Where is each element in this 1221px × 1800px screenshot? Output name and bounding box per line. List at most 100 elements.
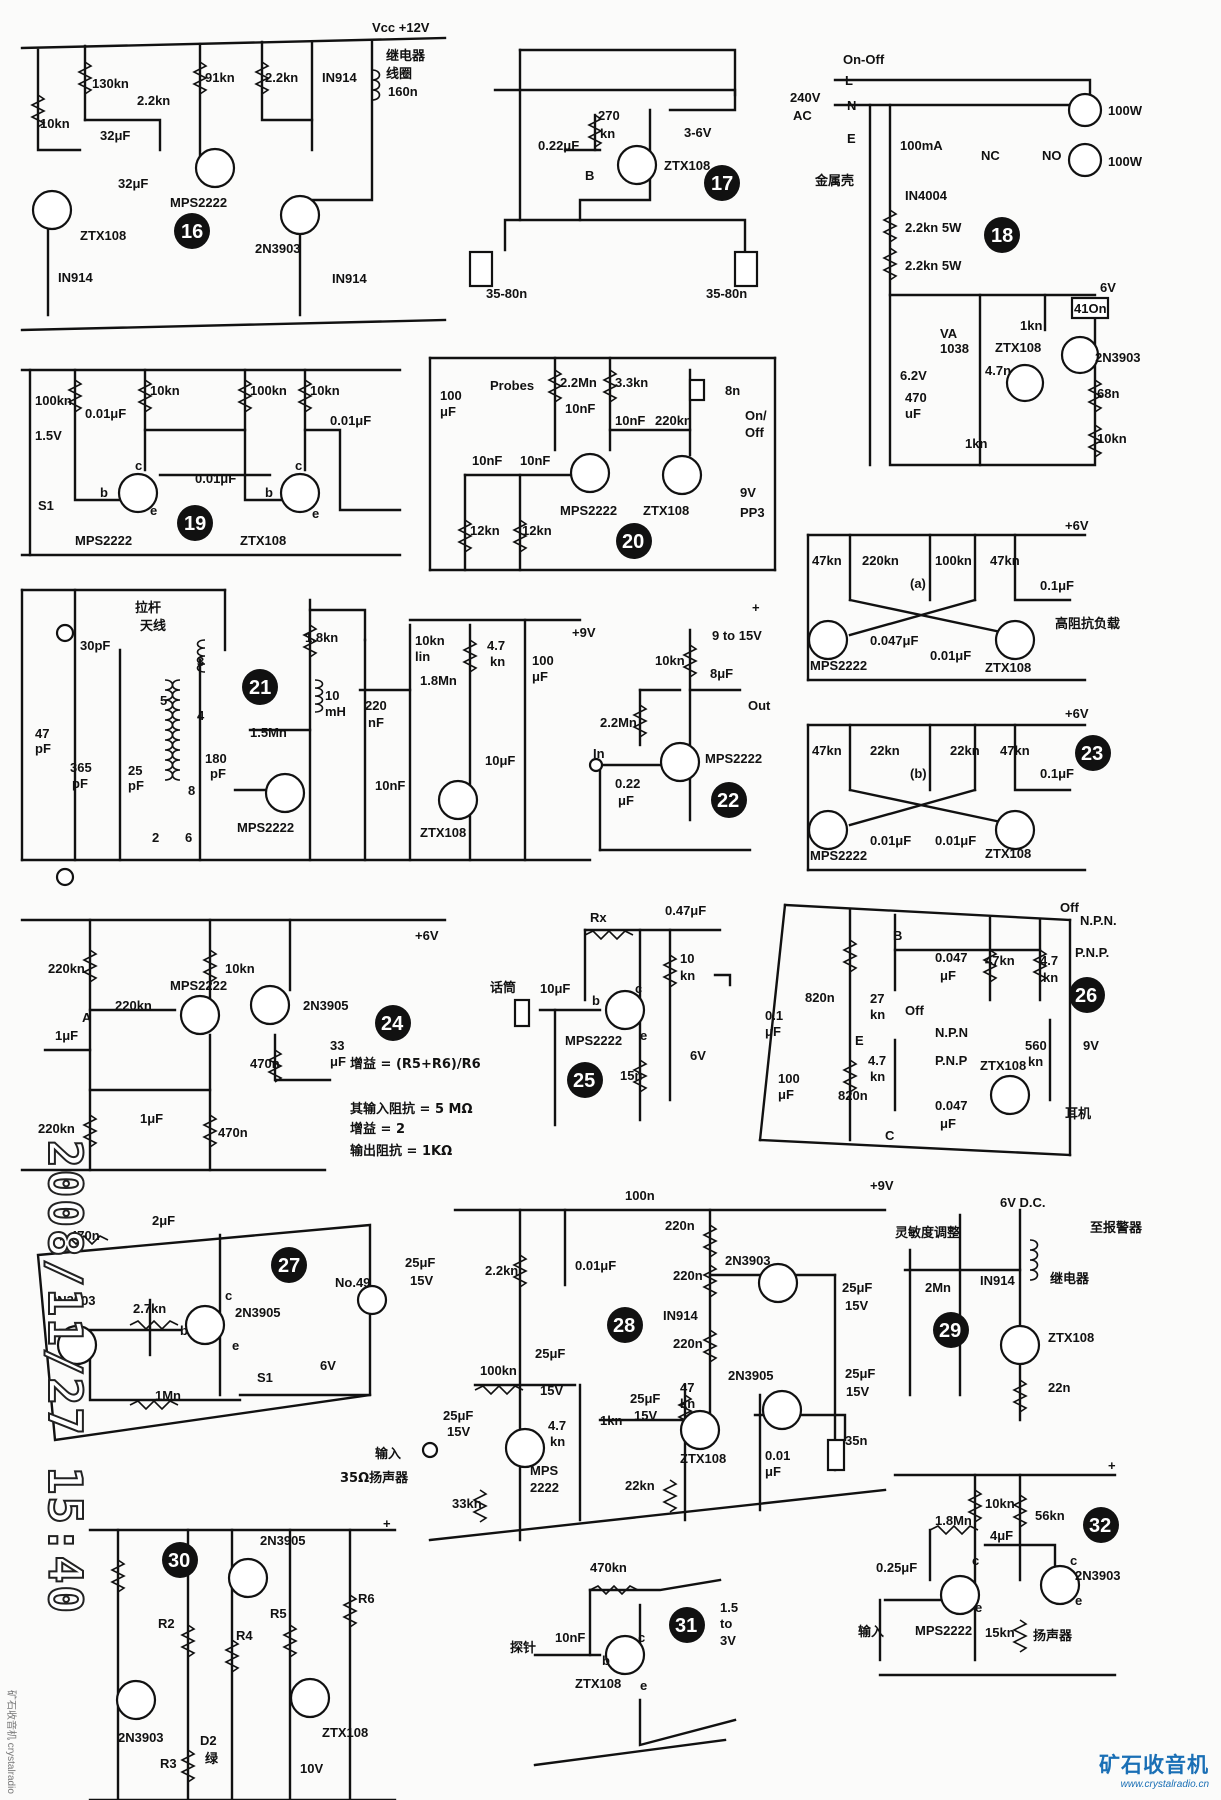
svg-text:MPS2222: MPS2222 xyxy=(565,1033,622,1048)
svg-text:32μF: 32μF xyxy=(100,128,130,143)
date-stamp-text: 2008/11/27 15:40 xyxy=(37,1139,93,1616)
svg-text:+: + xyxy=(1108,1458,1116,1473)
svg-text:6V: 6V xyxy=(320,1358,336,1373)
svg-text:pF: pF xyxy=(35,741,51,756)
svg-text:MPS2222: MPS2222 xyxy=(237,820,294,835)
circuit-number-17: 17 xyxy=(711,173,733,195)
svg-text:91kn: 91kn xyxy=(205,70,235,85)
circuit-number-19: 19 xyxy=(184,513,206,535)
svg-text:100kn: 100kn xyxy=(480,1363,517,1378)
side-text-label: 矿石收音机 crystalradio xyxy=(5,1690,16,1794)
svg-text:35Ω扬声器: 35Ω扬声器 xyxy=(340,1470,409,1486)
circuit-number-30: 30 xyxy=(168,1550,190,1572)
svg-text:B: B xyxy=(893,928,902,943)
svg-text:10kn: 10kn xyxy=(655,653,685,668)
svg-text:(a): (a) xyxy=(910,576,926,591)
svg-text:2.2Mn: 2.2Mn xyxy=(560,375,597,390)
circuit-17: 17 270 kn 3-6V 0.22μF B ZTX108 35-80n 35… xyxy=(468,48,759,301)
svg-text:N.P.N.: N.P.N. xyxy=(1080,913,1117,928)
circuit-31: 31 470kn 1.5 to 3V 探针 10nF b c e ZTX108 xyxy=(510,1560,738,1767)
svg-text:5: 5 xyxy=(160,693,167,708)
svg-text:ZTX108: ZTX108 xyxy=(680,1451,726,1466)
svg-text:kn: kn xyxy=(600,126,615,141)
svg-text:1.5V: 1.5V xyxy=(35,428,62,443)
svg-text:kn: kn xyxy=(680,1396,695,1411)
svg-text:470n: 470n xyxy=(218,1125,248,1140)
svg-text:N.P.N: N.P.N xyxy=(935,1025,968,1040)
svg-text:25μF: 25μF xyxy=(405,1255,435,1270)
watermark-url: www.crystalradio.cn xyxy=(1120,1779,1209,1790)
svg-text:220n: 220n xyxy=(673,1268,703,1283)
svg-text:天线: 天线 xyxy=(140,618,166,634)
svg-text:μF: μF xyxy=(765,1464,781,1479)
svg-text:6V D.C.: 6V D.C. xyxy=(1000,1195,1046,1210)
svg-text:1μF: 1μF xyxy=(140,1111,163,1126)
svg-text:PP3: PP3 xyxy=(740,505,765,520)
svg-text:0.01μF: 0.01μF xyxy=(195,471,236,486)
svg-text:27: 27 xyxy=(870,991,884,1006)
svg-text:47kn: 47kn xyxy=(985,953,1015,968)
circuit-number-24: 24 xyxy=(381,1013,404,1035)
circuit-30: 30 + 2N3905 R2 R4 R5 R6 D2 绿 2N3903 R3 Z… xyxy=(88,1516,397,1800)
circuit-number-29: 29 xyxy=(939,1320,961,1342)
svg-text:100kn: 100kn xyxy=(250,383,287,398)
svg-text:220kn: 220kn xyxy=(38,1121,75,1136)
svg-text:4μF: 4μF xyxy=(990,1528,1013,1543)
svg-text:NO: NO xyxy=(1042,148,1062,163)
svg-text:MPS2222: MPS2222 xyxy=(170,195,227,210)
svg-text:+6V: +6V xyxy=(415,928,439,943)
svg-text:15V: 15V xyxy=(447,1424,470,1439)
svg-text:3.3kn: 3.3kn xyxy=(615,375,648,390)
svg-text:(b): (b) xyxy=(910,766,927,781)
svg-text:R4: R4 xyxy=(236,1628,253,1643)
svg-text:22kn: 22kn xyxy=(870,743,900,758)
svg-text:b: b xyxy=(180,1323,188,1338)
svg-text:0.25μF: 0.25μF xyxy=(876,1560,917,1575)
svg-text:1.8kn: 1.8kn xyxy=(305,630,338,645)
circuit-16: 16 Vcc +12V 继电器 线圈 160n 130kn 91kn 2.2kn… xyxy=(20,20,447,332)
circuit-number-26: 26 xyxy=(1075,985,1097,1007)
svg-text:10kn: 10kn xyxy=(415,633,445,648)
svg-text:10nF: 10nF xyxy=(555,1630,585,1645)
svg-text:1kn: 1kn xyxy=(1020,318,1042,333)
svg-text:0.01μF: 0.01μF xyxy=(870,833,911,848)
svg-text:线圈: 线圈 xyxy=(386,66,412,82)
svg-text:270: 270 xyxy=(598,108,620,123)
svg-text:输入: 输入 xyxy=(375,1446,401,1462)
svg-text:MPS2222: MPS2222 xyxy=(915,1623,972,1638)
svg-text:c: c xyxy=(635,981,642,996)
svg-text:+: + xyxy=(752,600,760,615)
svg-text:pF: pF xyxy=(210,766,226,781)
svg-text:0.01: 0.01 xyxy=(765,1448,790,1463)
svg-text:e: e xyxy=(640,1028,647,1043)
svg-text:41On: 41On xyxy=(1074,301,1107,316)
svg-text:MPS2222: MPS2222 xyxy=(170,978,227,993)
svg-text:μF: μF xyxy=(765,1024,781,1039)
circuit-32: 32 + 10kn 56kn 1.8Mn 4μF 0.25μF c e MPS2… xyxy=(858,1458,1121,1677)
circuit-29: 29 6V D.C. 灵敏度调整 至报警器 IN914 2Mn 继电器 ZTX1… xyxy=(895,1195,1143,1422)
svg-text:15V: 15V xyxy=(410,1273,433,1288)
svg-text:2: 2 xyxy=(152,830,159,845)
svg-text:0.01μF: 0.01μF xyxy=(575,1258,616,1273)
svg-text:0.047: 0.047 xyxy=(935,1098,968,1113)
svg-text:220kn: 220kn xyxy=(115,998,152,1013)
circuit-20: 20 100 μF Probes 2.2Mn 3.3kn 8n On/ Off … xyxy=(428,356,777,572)
svg-text:增益 = 2: 增益 = 2 xyxy=(350,1121,405,1137)
svg-text:25μF: 25μF xyxy=(630,1391,660,1406)
svg-text:MPS2222: MPS2222 xyxy=(705,751,762,766)
svg-text:绿: 绿 xyxy=(205,1751,219,1767)
svg-text:ZTX108: ZTX108 xyxy=(80,228,126,243)
svg-text:130kn: 130kn xyxy=(92,76,129,91)
svg-text:S1: S1 xyxy=(257,1370,273,1385)
svg-text:100kn: 100kn xyxy=(935,553,972,568)
svg-text:2N3903: 2N3903 xyxy=(255,241,301,256)
svg-text:220n: 220n xyxy=(673,1336,703,1351)
svg-text:C: C xyxy=(885,1128,895,1143)
svg-text:继电器: 继电器 xyxy=(386,48,426,64)
svg-text:25μF: 25μF xyxy=(535,1346,565,1361)
svg-text:nF: nF xyxy=(368,715,384,730)
svg-text:b: b xyxy=(592,993,600,1008)
svg-text:100: 100 xyxy=(778,1071,800,1086)
svg-text:47kn: 47kn xyxy=(990,553,1020,568)
svg-text:1.8Mn: 1.8Mn xyxy=(935,1513,972,1528)
